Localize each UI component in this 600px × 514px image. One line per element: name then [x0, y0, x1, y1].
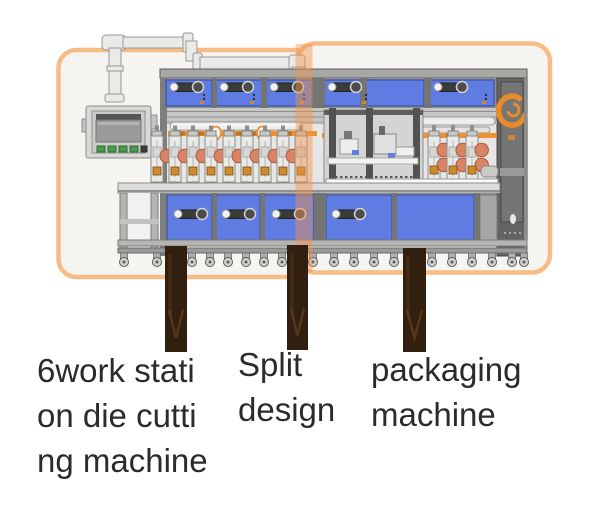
cabinet-door [395, 194, 475, 241]
central-machinery [323, 108, 424, 185]
station-latch [260, 166, 270, 176]
side-panel [495, 77, 528, 257]
split-overlay-band [295, 44, 313, 272]
caster-wheel [349, 252, 359, 267]
label-split-design: Split design [238, 342, 335, 432]
caster-wheel [329, 252, 339, 267]
hmi-buttons [96, 145, 148, 153]
caster-wheel [241, 252, 251, 267]
label-line: 6work stati [37, 352, 195, 389]
arrow-down-icon [287, 245, 308, 350]
station-latch [278, 166, 288, 176]
label-line: ng machine [37, 442, 208, 479]
caster-wheel [427, 252, 437, 267]
caster-wheel [119, 252, 129, 267]
caster-wheel [187, 252, 197, 267]
work-table [117, 182, 501, 249]
station-latch [170, 166, 180, 176]
caster-wheel [507, 252, 517, 267]
cabinet-door [365, 79, 425, 107]
caster-wheel [467, 252, 477, 267]
caster-wheel [519, 252, 529, 267]
label-die-cutting-machine: 6work stati on die cutti ng machine [37, 348, 208, 483]
brand-logo-icon [495, 93, 528, 128]
arrow-down-icon [403, 248, 426, 352]
label-packaging-machine: packaging machine [371, 347, 521, 437]
machine-illustration [56, 32, 553, 352]
label-line: on die cutti [37, 397, 197, 434]
caster-wheel [223, 252, 233, 267]
caster-wheel [277, 252, 287, 267]
door-handles [169, 80, 469, 221]
hmi-control-panel [81, 105, 158, 159]
caster-wheel [487, 252, 497, 267]
caster-wheel [369, 252, 379, 267]
station-latch [188, 166, 198, 176]
callout-arrows [165, 245, 426, 352]
station-latch [448, 165, 458, 175]
label-line: design [238, 391, 336, 428]
casters [119, 252, 529, 267]
station-latch [467, 165, 477, 175]
caster-wheel [389, 252, 399, 267]
roller [474, 142, 489, 158]
door-dots [200, 93, 488, 104]
station-latch [296, 166, 306, 176]
caster-wheel [205, 252, 215, 267]
label-line: Split [238, 346, 303, 383]
station-latch [224, 166, 234, 176]
bottom-cabinet-doors [166, 193, 498, 241]
label-line: machine [371, 396, 496, 433]
station-latch [242, 166, 252, 176]
caster-wheel [308, 252, 318, 267]
label-line: packaging [371, 351, 522, 388]
machine-body [117, 68, 529, 267]
caster-wheel [447, 252, 457, 267]
station-latch [206, 166, 216, 176]
station-latch [429, 165, 439, 175]
caster-wheel [152, 252, 162, 267]
station-latch [152, 166, 162, 176]
hmi-screen [96, 114, 141, 120]
arrow-down-icon [165, 246, 187, 352]
stations-left [150, 125, 308, 183]
caster-wheel [259, 252, 269, 267]
